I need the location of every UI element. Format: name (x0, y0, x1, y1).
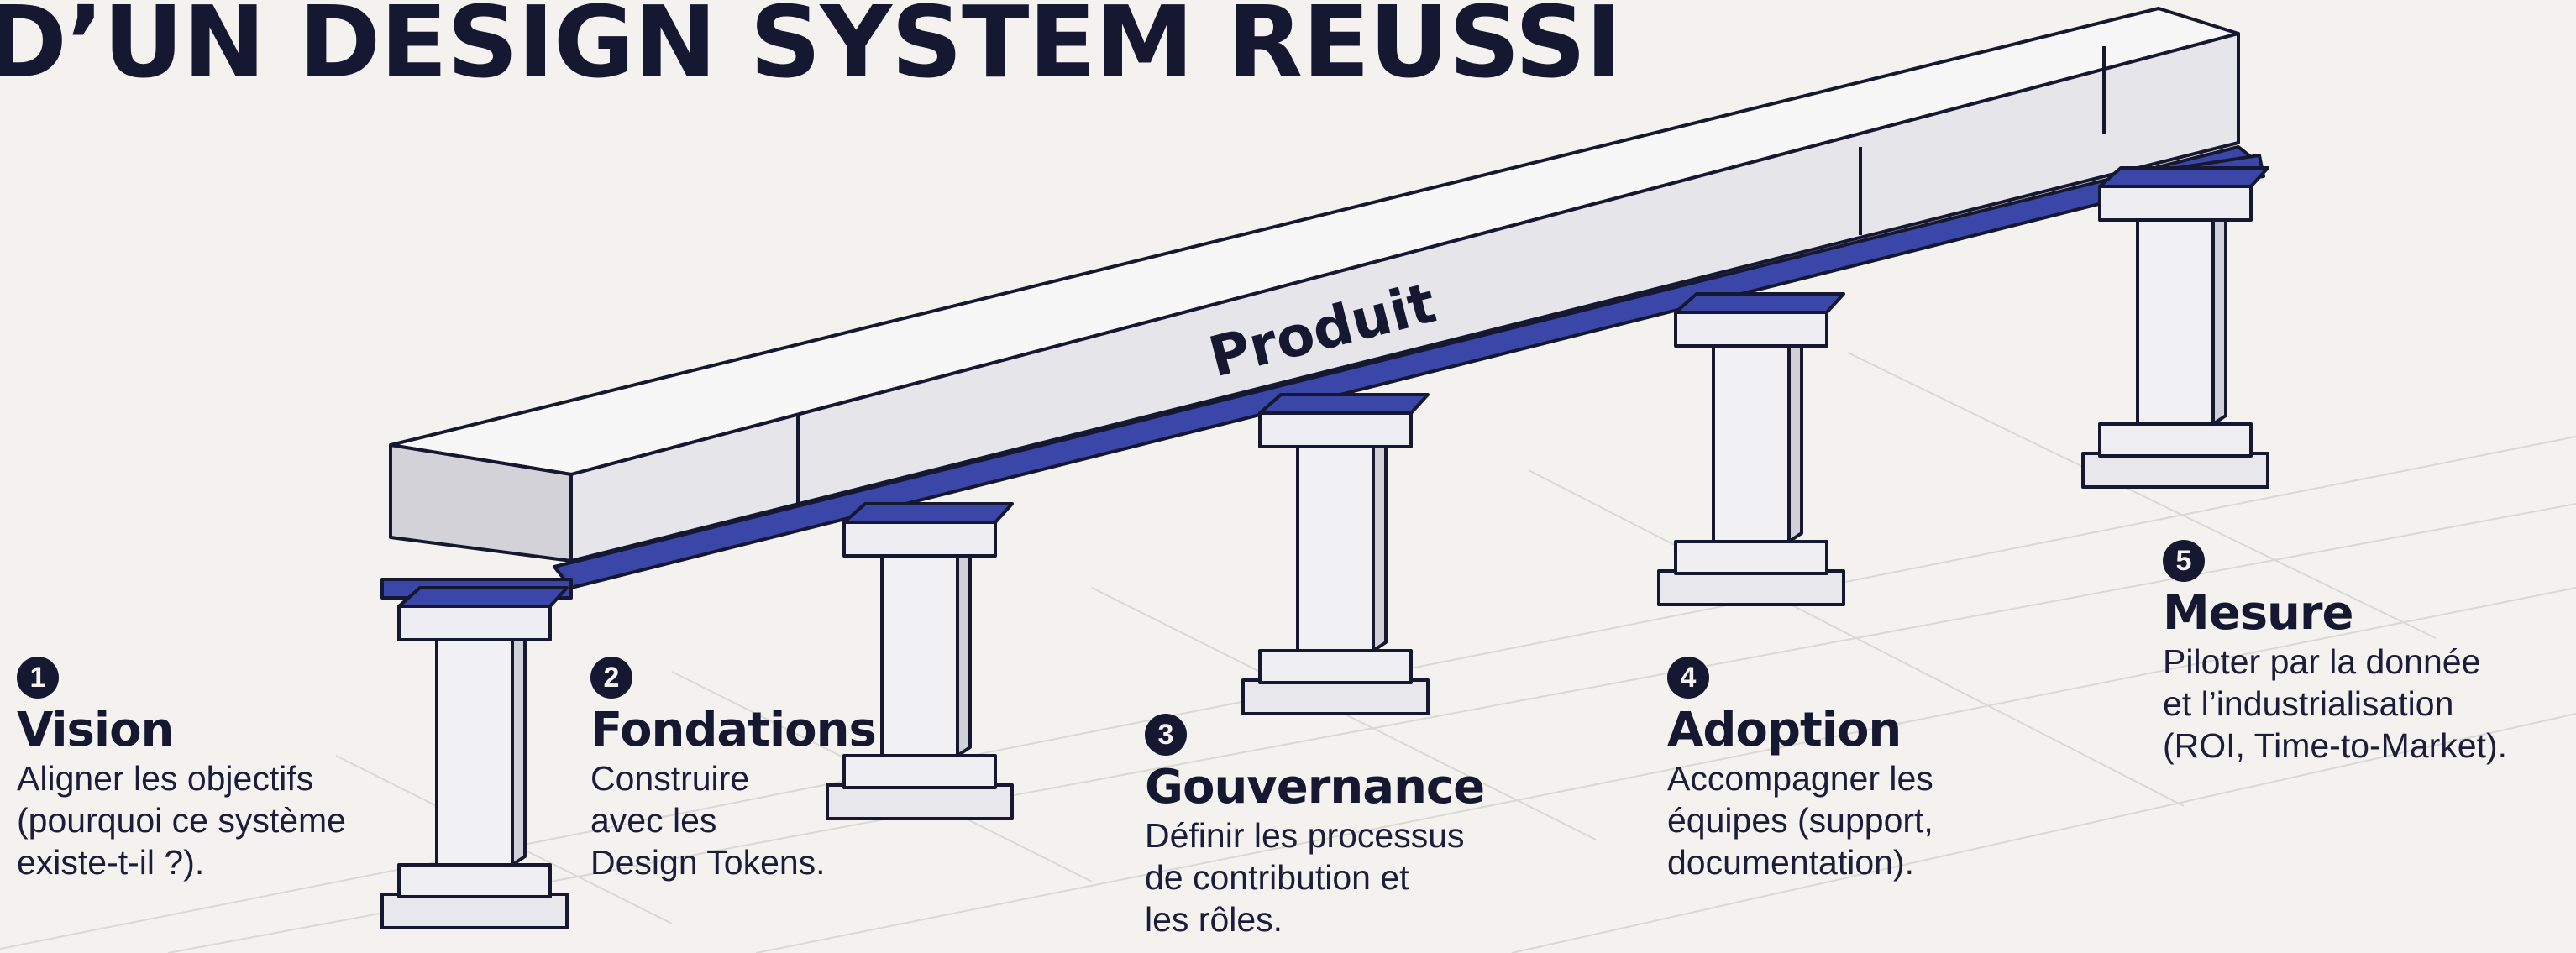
column-bearing-plate (2098, 166, 2269, 188)
beam (380, 7, 2265, 600)
column-base (2098, 422, 2253, 458)
column-shaft (880, 552, 959, 757)
column-base (2081, 452, 2269, 489)
columns (380, 166, 2269, 929)
column-shaft-side (1787, 334, 1803, 543)
column-capital (842, 521, 997, 558)
pillar-name: Adoption (1667, 703, 1902, 757)
pillar-vision: 1 Vision Aligner les objectifs (pourquoi… (17, 657, 346, 883)
pillar-description: Construire avec les Design Tokens. (590, 759, 826, 882)
column-shaft-side (511, 628, 527, 867)
column-capital (397, 605, 552, 641)
column-shaft (1712, 343, 1791, 543)
column-base (380, 893, 569, 929)
pillar-description: Définir les processus de contribution et… (1145, 816, 1465, 940)
pillar-description: Accompagner les équipes (support, docume… (1667, 759, 1933, 882)
column-shaft-side (1372, 435, 1388, 652)
column-base (842, 754, 997, 789)
step-number-badge: 1 (17, 657, 59, 699)
column-bearing-plate (842, 502, 1014, 524)
pillar-gouvernance: 3 Gouvernance Définir les processus de c… (1145, 714, 1485, 940)
column-base (1258, 649, 1413, 684)
step-number-badge: 5 (2163, 540, 2205, 582)
column-capital (1674, 311, 1828, 348)
column-base (826, 783, 1014, 820)
pillar-name: Gouvernance (1145, 760, 1485, 814)
step-number-badge: 4 (1667, 657, 1709, 699)
column-bearing-plate (397, 586, 569, 608)
pillar-fondations: 2 Fondations Construire avec les Design … (590, 657, 877, 883)
column-shaft-side (956, 544, 972, 757)
pillar-name: Mesure (2163, 586, 2354, 641)
column-base (397, 863, 552, 898)
column-shaft (2136, 217, 2215, 426)
column-base (1241, 678, 1430, 715)
step-number-badge: 3 (1145, 714, 1187, 756)
column-shaft (435, 636, 514, 867)
column-bearing-plate (1258, 393, 1430, 415)
pillar-description: Piloter par la donnée et l’industrialisa… (2163, 642, 2508, 766)
pillar-name: Vision (17, 703, 174, 757)
column-shaft-side (2211, 208, 2227, 426)
page-title: D’UN DESIGN SYSTEM REUSSI (0, 0, 1622, 100)
column-shaft (1296, 443, 1375, 652)
pillar-adoption: 4 Adoption Accompagner les équipes (supp… (1667, 657, 1933, 883)
column-bearing-plate (1674, 292, 1845, 314)
pillar-mesure: 5 Mesure Piloter par la donnée et l’indu… (2163, 540, 2507, 767)
column-base (1674, 540, 1828, 575)
step-number-badge: 2 (590, 657, 632, 699)
column-base (1657, 569, 1845, 606)
column-capital (2098, 185, 2253, 222)
pillar-name: Fondations (590, 703, 877, 757)
column-capital (1258, 411, 1413, 448)
pillar-description: Aligner les objectifs (pourquoi ce systè… (17, 759, 346, 882)
